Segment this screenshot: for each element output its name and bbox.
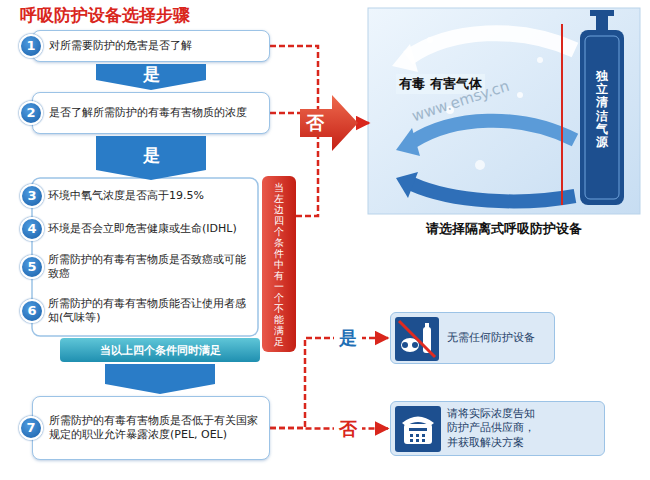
node-text: 否: [306, 111, 324, 135]
step-box: 对所需要防护的危害是否了解1: [32, 30, 270, 62]
node-text: 是否了解所需防护的有毒有害物质的浓度: [49, 106, 247, 120]
yes-arrow: [105, 364, 215, 394]
result-box: 无需任何防护设备: [390, 312, 555, 364]
condition-item: 环境中氧气浓度是否高于19.5%3: [34, 182, 256, 210]
condition-band: 当以上四个条件同时满足: [60, 338, 260, 362]
scene-panel: 有毒 有害气体独立清洁气源请选择隔离式呼吸防护设备: [368, 8, 640, 240]
node-text: 1: [26, 38, 35, 55]
condition-item: 环境是否会立即危害健康或生命(IDHL)4: [34, 213, 256, 245]
node-text: 5: [27, 259, 36, 276]
result-box: 请将实际浓度告知防护产品供应商，并获取解决方案: [390, 401, 605, 456]
node-text: 7: [26, 420, 35, 437]
callout-number: 7: [19, 416, 43, 440]
no-arrow: 否: [300, 95, 358, 151]
node-text: 当左边四个条件中有一个不能满足: [274, 182, 284, 347]
node-text: 所需防护的有毒有害物质能否让使用者感知(气味等): [48, 297, 252, 326]
condition-group: [32, 178, 258, 336]
node-text: 6: [27, 303, 36, 320]
node-text: 请选择隔离式呼吸防护设备: [368, 221, 640, 238]
node-text: 所需防护的有毒有害物质是否致癌或可能致癌: [48, 253, 252, 282]
callout-number: 1: [19, 34, 43, 58]
node-text: 2: [26, 105, 35, 122]
diagram-title: 呼吸防护设备选择步骤: [20, 4, 190, 27]
node-text: 独立清洁气源: [596, 70, 608, 149]
yes-arrow: [96, 136, 206, 180]
callout-number: 6: [20, 299, 44, 323]
node-text: 4: [27, 221, 36, 238]
edge-label: 是: [143, 63, 160, 86]
callout-number: 3: [20, 184, 44, 208]
node-text: 环境中氧气浓度是否高于19.5%: [48, 189, 204, 203]
dashed-connector: [296, 137, 318, 216]
condition-item: 所需防护的有毒有害物质能否让使用者感知(气味等)6: [34, 290, 256, 332]
node-text: 无需任何防护设备: [447, 331, 535, 345]
node-text: 请将实际浓度告知防护产品供应商，并获取解决方案: [447, 407, 537, 450]
callout-number: 4: [20, 217, 44, 241]
node-text: 当以上四个条件同时满足: [100, 343, 221, 358]
edge-label: 否: [334, 417, 362, 441]
callout-number: 2: [19, 101, 43, 125]
step-box: 是否了解所需防护的有毒有害物质的浓度2: [32, 92, 270, 134]
dashed-connector: [270, 112, 300, 115]
node-text: 3: [27, 188, 36, 205]
condition-item: 所需防护的有毒有害物质是否致癌或可能致癌5: [34, 248, 256, 286]
phone-icon: [395, 406, 441, 452]
no-equipment-icon: [395, 317, 439, 361]
node-text: 所需防护的有毒有害物质是否低于有关国家规定的职业允许暴露浓度(PEL, OEL): [49, 414, 263, 443]
callout-number: 5: [20, 255, 44, 279]
node-text: 环境是否会立即危害健康或生命(IDHL): [48, 222, 237, 236]
gas-scene: [368, 8, 640, 214]
step-box: 所需防护的有毒有害物质是否低于有关国家规定的职业允许暴露浓度(PEL, OEL)…: [32, 396, 270, 460]
edge-label: 是: [143, 144, 160, 167]
edge-label: 是: [334, 326, 362, 350]
side-tab: 当左边四个条件中有一个不能满足: [262, 176, 296, 352]
node-text: 对所需要防护的危害是否了解: [49, 39, 192, 53]
dashed-connector: [270, 427, 388, 430]
dashed-connector: [270, 46, 318, 109]
